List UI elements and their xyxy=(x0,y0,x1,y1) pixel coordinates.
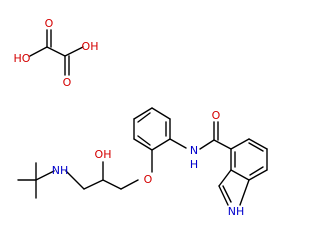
bond xyxy=(65,170,85,190)
benzene-ring xyxy=(133,107,171,173)
bond-double xyxy=(137,135,151,146)
amide-group: N H O xyxy=(169,109,232,171)
indole-ring: NH xyxy=(218,138,268,218)
bond xyxy=(151,138,171,151)
bond xyxy=(239,179,250,206)
bond xyxy=(83,179,104,190)
bond xyxy=(248,138,268,150)
oxygen-label: O xyxy=(63,76,72,89)
bond xyxy=(218,169,232,187)
carbonyl-oxygen-label: O xyxy=(212,109,221,122)
bond xyxy=(133,138,153,151)
bond-double xyxy=(222,185,232,203)
tert-butyl-group xyxy=(17,162,55,199)
amide-nitrogen-label: N xyxy=(190,144,198,157)
bond xyxy=(213,139,232,150)
amine-label: NH xyxy=(52,164,69,177)
hydroxyl-label: OH xyxy=(95,148,112,161)
bond xyxy=(248,169,268,181)
amide-hydrogen-label: H xyxy=(190,158,198,171)
bond xyxy=(218,185,229,206)
bond xyxy=(46,46,66,57)
bond-double xyxy=(248,142,264,152)
bond xyxy=(102,179,122,190)
bond xyxy=(29,46,48,57)
bond xyxy=(120,179,139,190)
bond-double xyxy=(249,166,264,176)
chemical-structure-canvas: O HO OH O NH OH O xyxy=(13,17,268,218)
oxalic-acid: O HO OH O xyxy=(14,17,99,89)
bond xyxy=(169,138,187,149)
oxygen-label: O xyxy=(45,17,54,30)
bond xyxy=(230,169,250,181)
ether-oxygen-label: O xyxy=(144,173,153,186)
bond xyxy=(151,107,171,120)
bond xyxy=(230,138,250,150)
aminopropanol-linker: NH OH O xyxy=(52,148,153,190)
bond xyxy=(64,46,84,57)
bond xyxy=(35,170,55,181)
indole-nh-label: NH xyxy=(228,205,245,218)
bond-double xyxy=(137,112,151,123)
bond xyxy=(199,139,215,150)
bond xyxy=(133,107,153,120)
structure-drawing: O HO OH O NH OH O xyxy=(14,17,268,218)
hydroxyl-label: OH xyxy=(82,40,99,53)
hydroxyl-label: HO xyxy=(14,52,31,65)
